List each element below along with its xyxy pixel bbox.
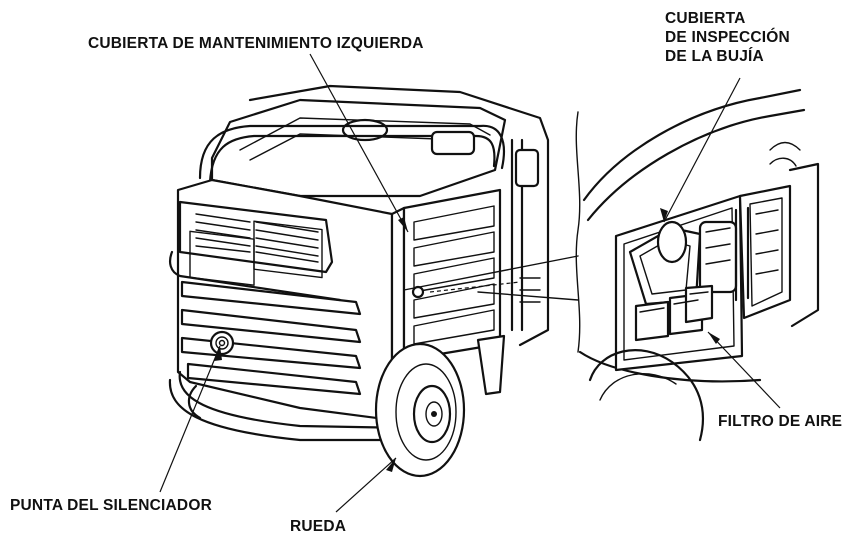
- leader-wheel: [335, 457, 397, 513]
- generator-body: [168, 84, 550, 442]
- label-muffler-tip: PUNTA DEL SILENCIADOR: [10, 497, 212, 514]
- left-maintenance-cover: [411, 205, 495, 345]
- wheel-icon: [374, 342, 466, 478]
- leader-muffler: [159, 345, 222, 493]
- label-spark-plug-cover-line2: DE INSPECCIÓN: [665, 29, 790, 46]
- label-spark-plug-cover-line3: DE LA BUJÍA: [665, 48, 764, 65]
- leader-left-cover: [309, 53, 409, 233]
- leader-spark-plug: [660, 77, 741, 223]
- label-spark-plug-cover-line1: CUBIERTA: [665, 10, 746, 27]
- label-left-maintenance-cover: CUBIERTA DE MANTENIMIENTO IZQUIERDA: [88, 35, 424, 52]
- detail-view: [575, 88, 820, 442]
- muffler-tip-icon: [209, 330, 235, 356]
- spark-plug-cover: [628, 220, 738, 306]
- front-louvers: [189, 213, 323, 286]
- air-filter: [634, 284, 714, 342]
- label-wheel: RUEDA: [290, 518, 347, 535]
- leader-air-filter: [707, 331, 781, 409]
- label-air-filter: FILTRO DE AIRE: [718, 413, 843, 430]
